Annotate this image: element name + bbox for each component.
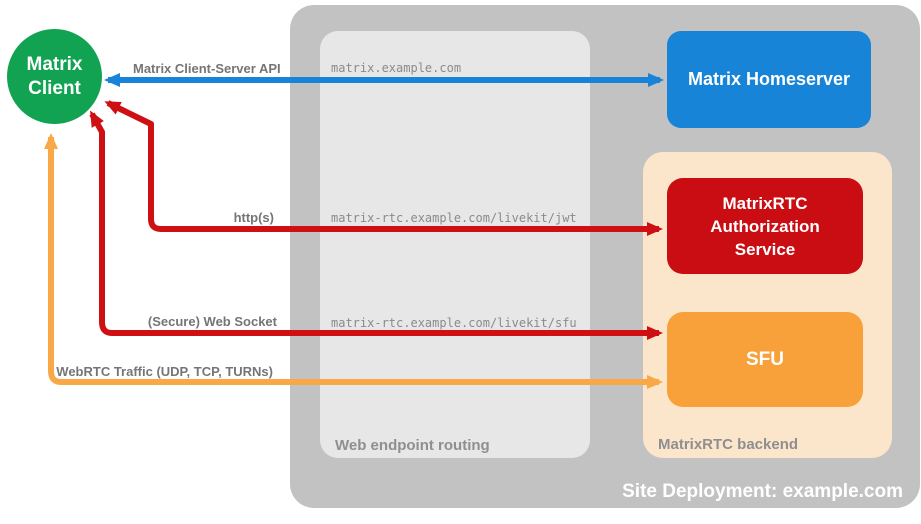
matrix-client-node: Matrix Client	[7, 29, 102, 124]
sfu-node: SFU	[667, 312, 863, 407]
sfu-label: SFU	[746, 348, 784, 370]
matrix-homeserver-label: Matrix Homeserver	[687, 69, 851, 89]
auth-service-label: MatrixRTC Authorization Service	[710, 192, 820, 261]
edge-label-web-socket: (Secure) Web Socket	[147, 314, 277, 329]
edge-label-webrtc-traffic: WebRTC Traffic (UDP, TCP, TURNs)	[56, 364, 273, 379]
auth-service-label-line2: Authorization	[710, 216, 820, 236]
backend-zone-label: MatrixRTC backend	[658, 436, 799, 453]
endpoint-livekit-jwt: matrix-rtc.example.com/livekit/jwt	[331, 211, 577, 225]
auth-service-label-line3: Service	[734, 239, 796, 259]
auth-service-label-line1: MatrixRTC	[722, 193, 808, 213]
matrix-client-label-line1: Matrix	[26, 53, 83, 75]
edge-label-client-server-api: Matrix Client-Server API	[133, 61, 281, 76]
routing-zone-label: Web endpoint routing	[335, 437, 490, 454]
endpoint-matrix-example-com: matrix.example.com	[331, 61, 462, 75]
matrixrtc-authorization-service-node: MatrixRTC Authorization Service	[667, 178, 863, 274]
web-endpoint-routing-zone	[320, 31, 590, 458]
matrix-client-label-line2: Client	[28, 77, 81, 99]
site-deployment-label: Site Deployment: example.com	[622, 481, 903, 502]
edge-label-https: http(s)	[233, 210, 274, 225]
endpoint-livekit-sfu: matrix-rtc.example.com/livekit/sfu	[331, 316, 577, 330]
matrix-homeserver-node: Matrix Homeserver	[667, 31, 871, 128]
